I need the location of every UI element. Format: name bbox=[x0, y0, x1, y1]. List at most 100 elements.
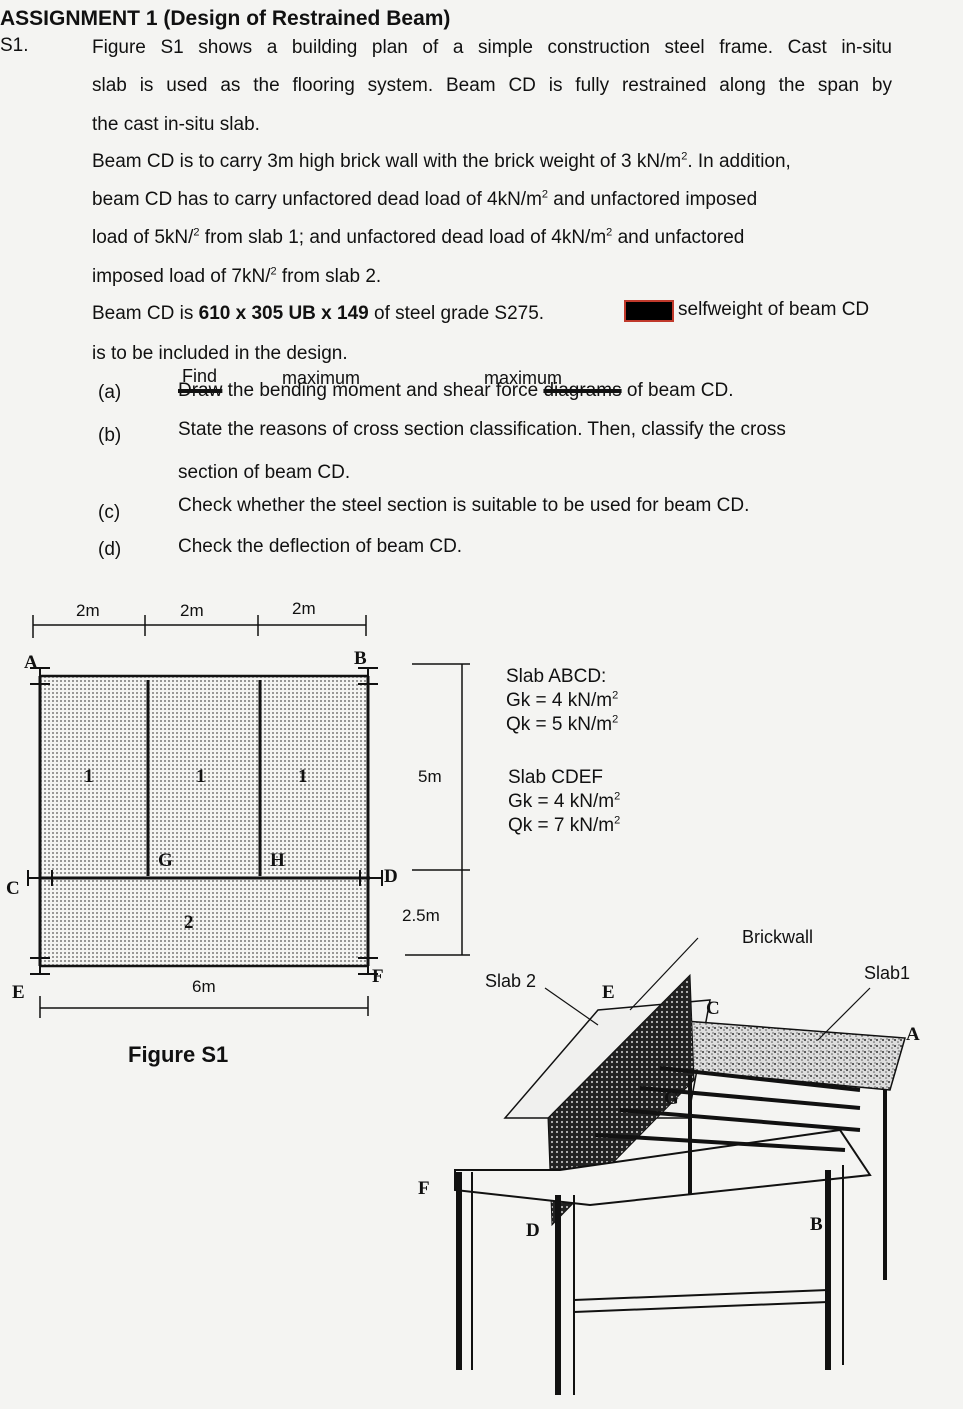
handwritten-maximum-2: maximum bbox=[484, 368, 563, 388]
slab-cdef-gk: Gk = 4 kN/m2 bbox=[508, 790, 620, 814]
isometric-frame bbox=[454, 937, 906, 1395]
slab-label-1a: 1 bbox=[84, 766, 94, 787]
superscript: 2 bbox=[612, 713, 619, 726]
superscript: 2 bbox=[681, 150, 688, 163]
struck-text: Draw bbox=[178, 380, 223, 401]
para2-line2: beam CD has to carry unfactored dead loa… bbox=[92, 188, 892, 210]
item-b-label: (b) bbox=[98, 425, 122, 446]
item-b-line2: section of beam CD. bbox=[178, 462, 351, 483]
para2-line3: load of 5kN/2 from slab 1; and unfactore… bbox=[92, 226, 892, 248]
slab-abcd-gk: Gk = 4 kN/m2 bbox=[506, 689, 618, 713]
leader-slab2 bbox=[544, 987, 599, 1026]
para1-line1: Figure S1 shows a building plan of a sim… bbox=[92, 37, 892, 58]
item-c-text: Check whether the steel section is suita… bbox=[178, 495, 750, 516]
iso-brickwall-label: Brickwall bbox=[742, 927, 814, 947]
node-A: A bbox=[24, 652, 38, 673]
text-span: Qk = 5 kN/m bbox=[506, 714, 613, 735]
item-b-line1: State the reasons of cross section class… bbox=[178, 419, 786, 440]
node-E: E bbox=[12, 982, 25, 1003]
slab-abcd-info: Slab ABCD: Gk = 4 kN/m2 Qk = 5 kN/m2 bbox=[506, 665, 618, 737]
para1-line2: slab is used as the flooring system. Bea… bbox=[92, 75, 892, 96]
text-span: . In addition, bbox=[687, 151, 791, 172]
frame-top-iso bbox=[454, 1128, 872, 1207]
node-G: G bbox=[158, 850, 173, 871]
superscript: 2 bbox=[606, 226, 613, 239]
text-span: of steel grade S275. bbox=[368, 303, 545, 324]
item-a-label: (a) bbox=[98, 382, 122, 403]
text-span: and unfactored bbox=[612, 227, 745, 248]
assignment-title: ASSIGNMENT 1 (Design of Restrained Beam) bbox=[0, 7, 451, 30]
leader-brickwall bbox=[629, 937, 699, 1011]
slab-cdef-qk: Qk = 7 kN/m2 bbox=[508, 814, 620, 838]
para3-line2: is to be included in the design. bbox=[92, 343, 348, 364]
iso-node-C: C bbox=[706, 998, 720, 1019]
superscript: 2 bbox=[193, 226, 200, 239]
iso-slab2-label: Slab 2 bbox=[485, 971, 537, 991]
leader-slab1 bbox=[817, 987, 871, 1041]
superscript: 2 bbox=[614, 814, 621, 827]
superscript: 2 bbox=[614, 790, 621, 803]
slab-label-1b: 1 bbox=[196, 766, 206, 787]
text-span: Gk = 4 kN/m bbox=[508, 791, 615, 812]
dim-right-5m: 5m bbox=[418, 767, 442, 786]
selfweight-text: selfweight of beam CD bbox=[678, 299, 870, 320]
slab-abcd-title: Slab ABCD: bbox=[506, 666, 607, 687]
text-span: Qk = 7 kN/m bbox=[508, 815, 615, 836]
dim-top-1: 2m bbox=[76, 601, 100, 620]
iso-node-E: E bbox=[602, 982, 615, 1003]
text-span: load of 5kN/ bbox=[92, 227, 194, 248]
item-a-text: Draw the bending moment and shear force … bbox=[178, 381, 734, 400]
item-c-label: (c) bbox=[98, 502, 121, 523]
text-span: the bending moment and shear force bbox=[222, 380, 544, 401]
iso-node-B: B bbox=[810, 1214, 823, 1235]
slab-label-1c: 1 bbox=[298, 766, 308, 787]
slab-cdef-info: Slab CDEF Gk = 4 kN/m2 Qk = 7 kN/m2 bbox=[508, 766, 620, 838]
iso-node-D: D bbox=[526, 1220, 540, 1241]
iso-node-F: F bbox=[418, 1178, 430, 1199]
dim-bottom: 6m bbox=[192, 977, 216, 996]
column-symbols bbox=[27, 667, 383, 975]
struck-text: diagrams bbox=[543, 380, 622, 401]
text-span: from slab 1; and unfactored dead load of… bbox=[199, 227, 607, 248]
iso-node-A: A bbox=[906, 1024, 920, 1045]
dim-right-2-5m: 2.5m bbox=[402, 906, 440, 925]
text-span: and unfactored imposed bbox=[548, 189, 758, 210]
iso-node-G: G bbox=[664, 1088, 679, 1109]
text-span: from slab 2. bbox=[276, 266, 382, 287]
text-span: of beam CD. bbox=[621, 380, 734, 401]
question-number: S1. bbox=[0, 35, 29, 56]
figure-caption: Figure S1 bbox=[128, 1042, 229, 1067]
handwritten-maximum-1: maximum bbox=[282, 368, 361, 388]
para3-line1: Beam CD is 610 x 305 UB x 149 of steel g… bbox=[92, 304, 892, 323]
slab-1-area bbox=[40, 676, 368, 876]
para2-line4: imposed load of 7kN/2 from slab 2. bbox=[92, 265, 892, 287]
text-span: Beam CD is bbox=[92, 303, 199, 324]
node-H: H bbox=[270, 850, 285, 871]
superscript: 2 bbox=[270, 265, 277, 278]
node-D: D bbox=[384, 866, 398, 887]
slab-cdef-title: Slab CDEF bbox=[508, 767, 604, 788]
dim-top-3: 2m bbox=[292, 599, 316, 618]
beam-section: 610 x 305 UB x 149 bbox=[198, 303, 369, 324]
para2-line1: Beam CD is to carry 3m high brick wall w… bbox=[92, 150, 892, 172]
dim-top-2: 2m bbox=[180, 601, 204, 620]
iso-slab1-label: Slab1 bbox=[864, 963, 911, 983]
item-d-label: (d) bbox=[98, 539, 122, 560]
text-span: Beam CD is to carry 3m high brick wall w… bbox=[92, 151, 682, 172]
node-B: B bbox=[354, 648, 367, 669]
slab-2-area bbox=[40, 880, 368, 966]
superscript: 2 bbox=[541, 188, 549, 201]
text-span: Gk = 4 kN/m bbox=[506, 690, 613, 711]
redaction-box bbox=[624, 300, 674, 322]
superscript: 2 bbox=[612, 689, 619, 702]
slab-label-2: 2 bbox=[184, 912, 194, 933]
para1-line3: the cast in-situ slab. bbox=[92, 114, 260, 135]
node-F: F bbox=[372, 966, 384, 987]
item-d-text: Check the deflection of beam CD. bbox=[178, 536, 463, 557]
node-C: C bbox=[6, 878, 20, 899]
slab-abcd-qk: Qk = 5 kN/m2 bbox=[506, 713, 618, 737]
text-span: beam CD has to carry unfactored dead loa… bbox=[92, 189, 542, 210]
text-span: imposed load of 7kN/ bbox=[92, 266, 271, 287]
